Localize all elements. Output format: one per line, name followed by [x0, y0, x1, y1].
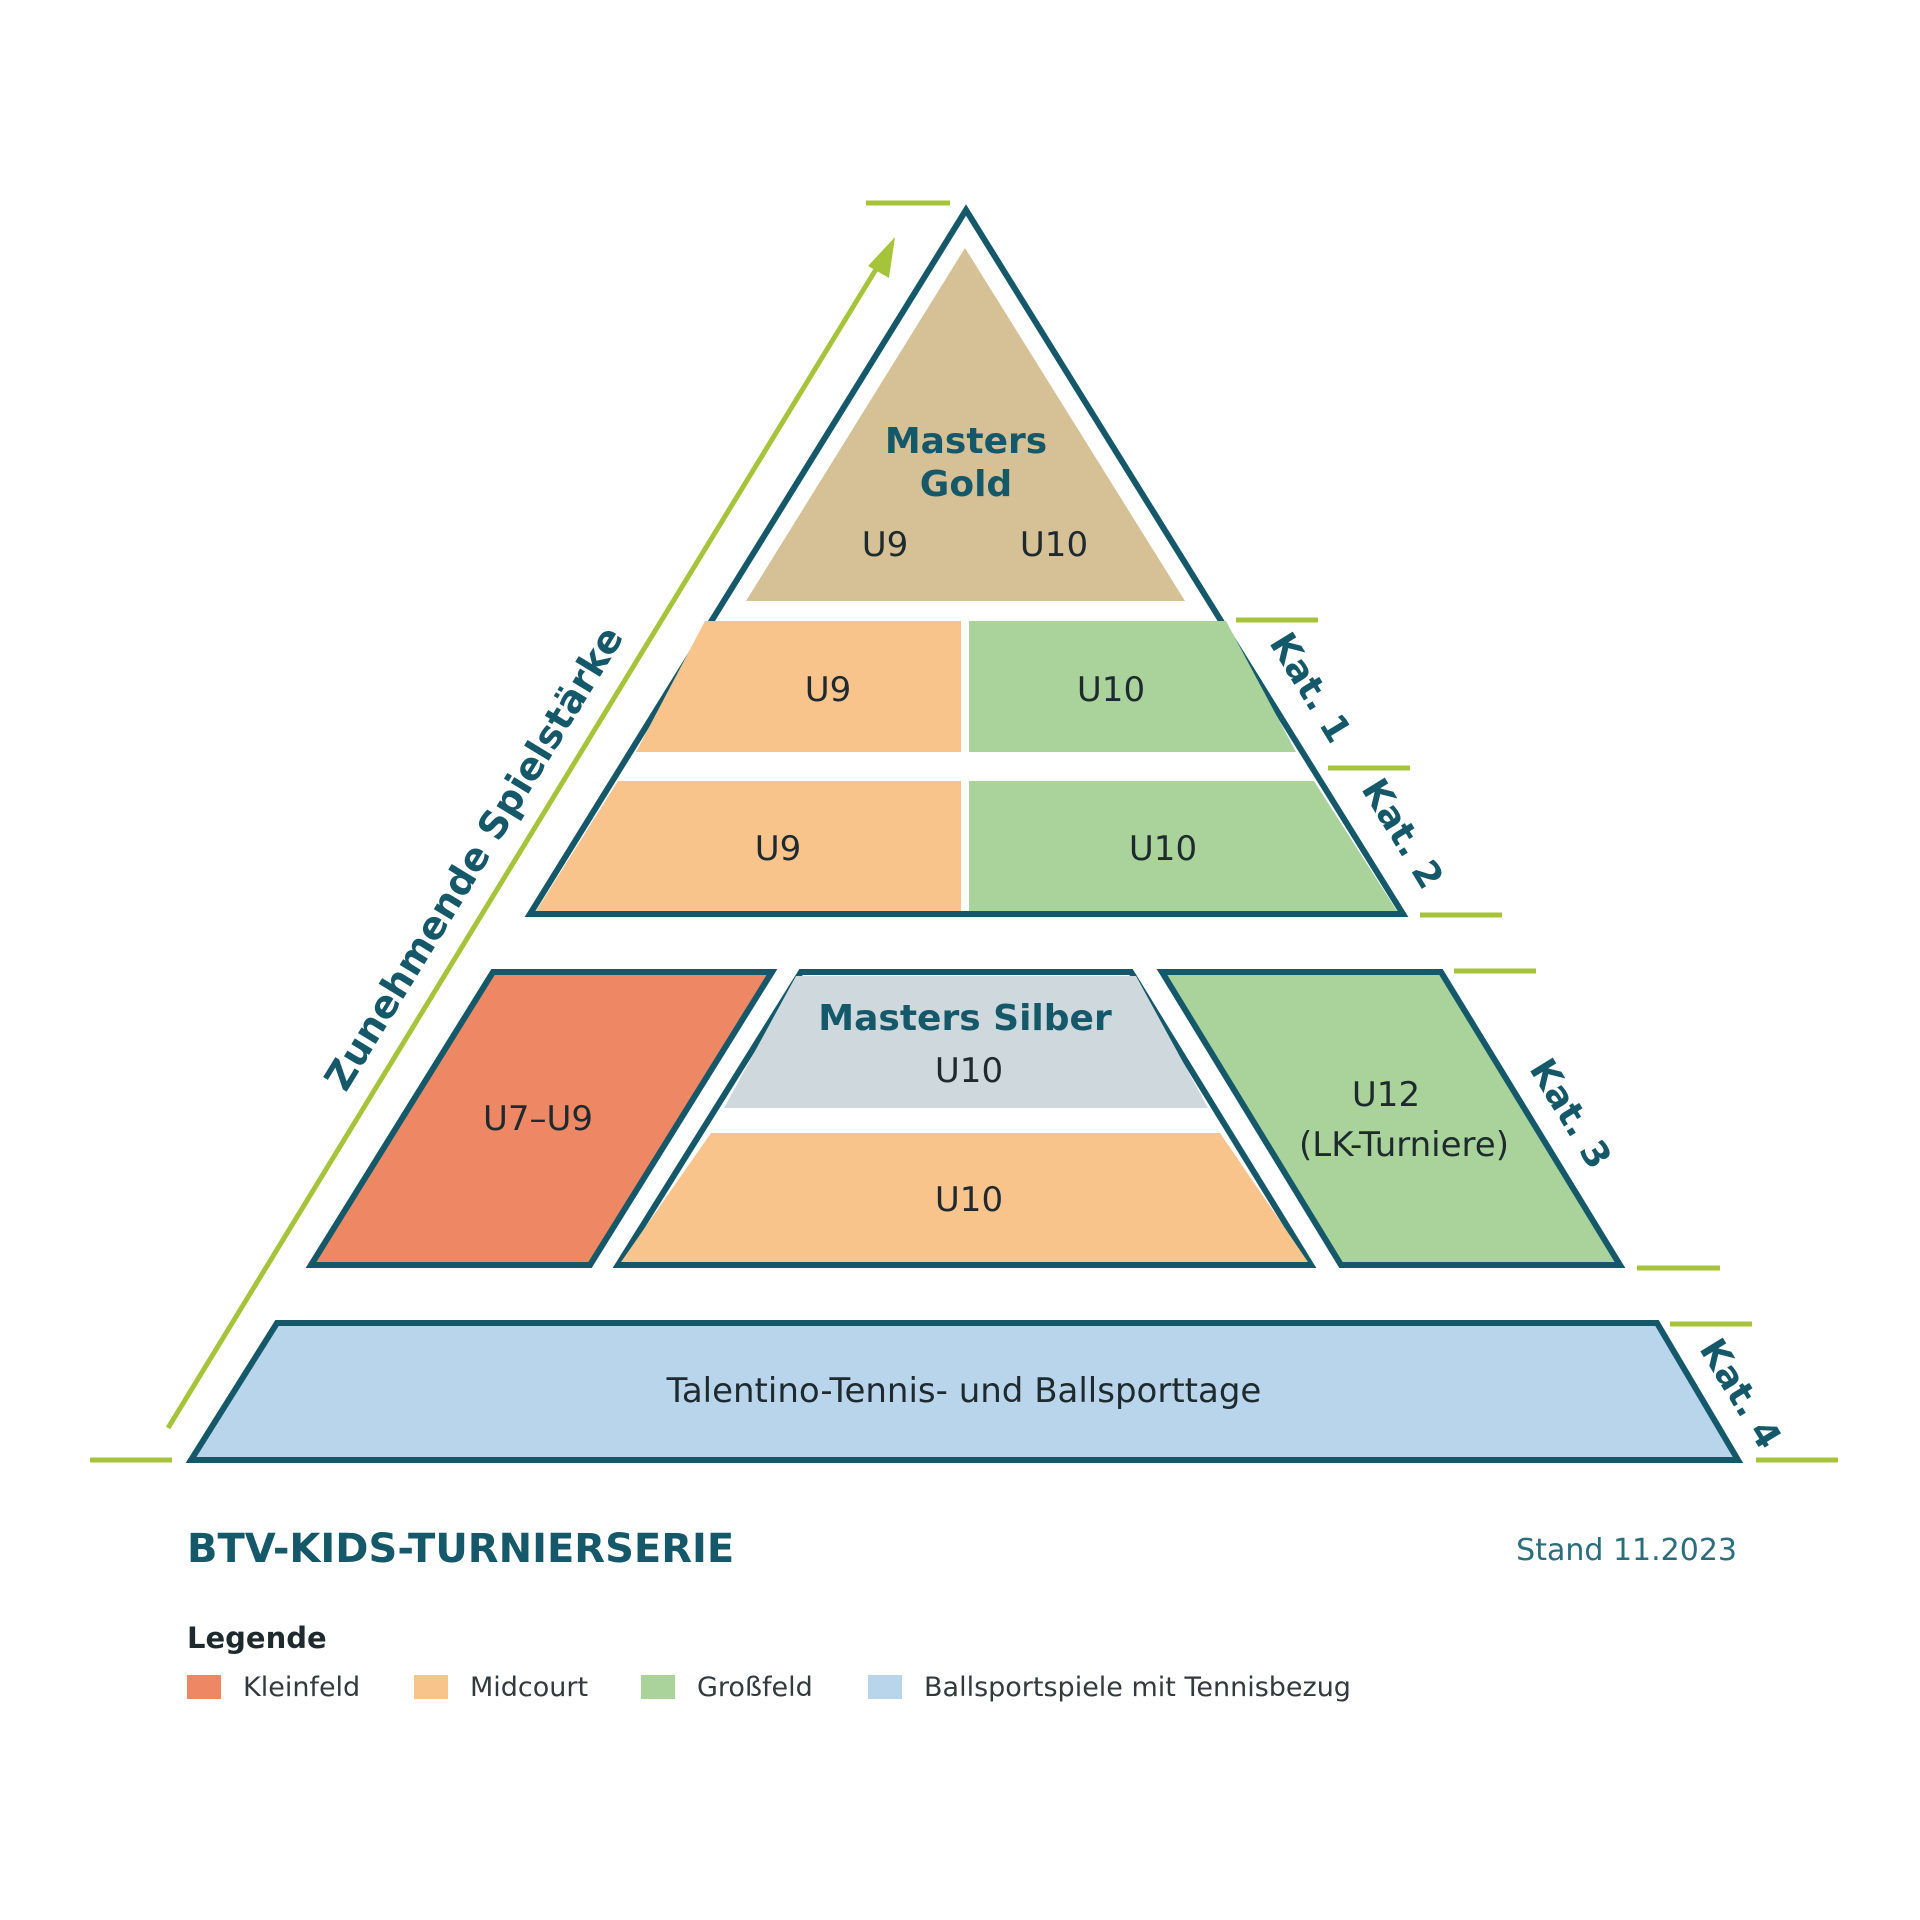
masters-gold-area [746, 248, 1185, 601]
kat2-u9-area [536, 781, 961, 911]
kat1-right-label: U10 [1077, 670, 1145, 710]
kat4-base-trapezoid [185, 1320, 1744, 1463]
kat1-left-label: U9 [805, 670, 852, 710]
kat3-kleinfeld-parallelogram [305, 969, 778, 1268]
legend-heading: Legende [187, 1621, 327, 1655]
legend-swatch-midcourt [414, 1675, 448, 1699]
legend-label-kleinfeld: Kleinfeld [243, 1672, 360, 1703]
kat2-right-label: U10 [1129, 829, 1197, 869]
kat3-right-line2: (LK-Turniere) [1299, 1125, 1509, 1165]
kat3-midcourt-area [621, 1133, 1308, 1262]
gold-right-label: U10 [1020, 525, 1088, 565]
silber-bottom-label: U10 [935, 1180, 1003, 1220]
strength-arrow-head-icon [868, 237, 895, 278]
legend-swatch-ballsport [868, 1675, 902, 1699]
kat1-u9-area [636, 621, 961, 752]
gold-left-label: U9 [862, 525, 909, 565]
legend-swatch-grossfeld [641, 1675, 675, 1699]
level-markers [90, 200, 1838, 1463]
kat3-grossfeld-parallelogram [1156, 969, 1626, 1268]
silber-title: Masters Silber [818, 998, 1112, 1039]
stand-date: Stand 11.2023 [1516, 1533, 1737, 1568]
strength-arrow [165, 264, 881, 1430]
kat2-left-label: U9 [755, 829, 802, 869]
kat1-u10-area [969, 621, 1296, 752]
kat4-label-text: Talentino-Tennis- und Ballsporttage [666, 1371, 1262, 1411]
legend-swatch-kleinfeld [187, 1675, 221, 1699]
gold-title-line1: Masters [885, 421, 1047, 462]
masters-silber-area [724, 976, 1208, 1108]
page-title: BTV-KIDS-TURNIERSERIE [187, 1526, 734, 1572]
legend-label-grossfeld: Großfeld [697, 1672, 813, 1703]
silber-top-label: U10 [935, 1051, 1003, 1091]
gold-title-line2: Gold [920, 464, 1012, 505]
legend-label-midcourt: Midcourt [470, 1672, 588, 1703]
kat3-left-label: U7–U9 [483, 1099, 593, 1139]
legend-label-ballsport: Ballsportspiele mit Tennisbezug [924, 1672, 1351, 1703]
kat2-u10-area [969, 781, 1397, 911]
kat3-right-line1: U12 [1352, 1075, 1420, 1115]
